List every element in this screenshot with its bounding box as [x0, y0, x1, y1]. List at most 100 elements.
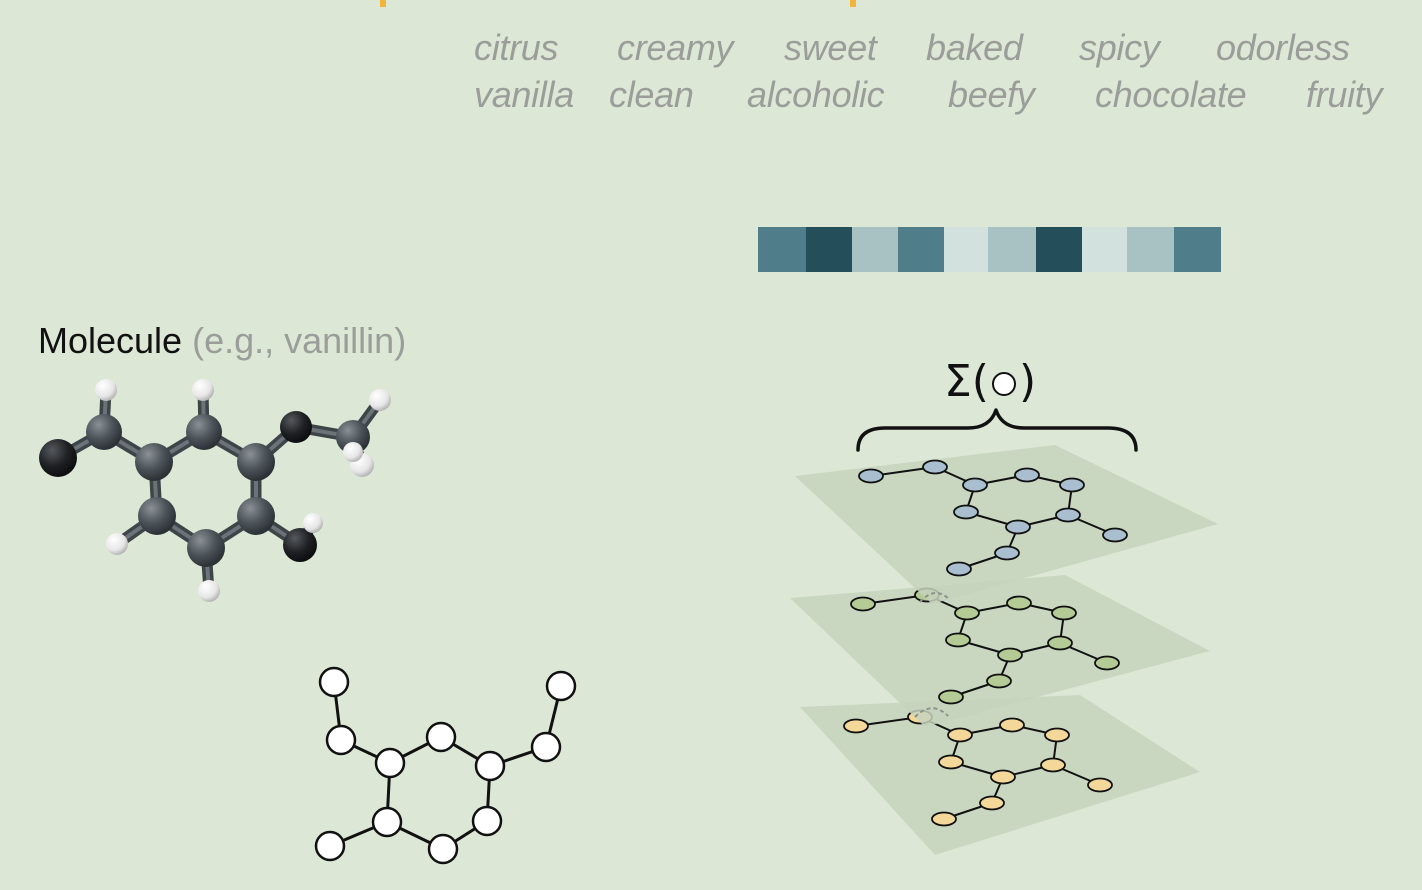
- odor-label: baked: [926, 27, 1023, 68]
- node-symbol-icon: [991, 372, 1016, 396]
- embedding-cell: [758, 227, 806, 272]
- layer-connector: [914, 707, 949, 718]
- graph-node: [425, 721, 457, 753]
- gnn-layer-node-blue: [1059, 477, 1085, 493]
- gnn-layer-node-green: [1006, 595, 1032, 611]
- gnn-layer-node-green: [954, 605, 980, 621]
- graph-node: [427, 833, 459, 865]
- carbon-atom: [135, 443, 173, 481]
- sum-pooling-label: Σ(): [944, 356, 1036, 407]
- gnn-layer-node-blue: [994, 545, 1020, 561]
- gnn-layer-node-green: [945, 632, 971, 648]
- gnn-layer-node-yellow: [1087, 777, 1113, 793]
- sum-symbol-text: Σ(: [944, 356, 989, 407]
- gnn-layer-node-yellow: [843, 718, 869, 734]
- gnn-layer-node-yellow: [931, 811, 957, 827]
- gnn-layer-node-yellow: [1040, 757, 1066, 773]
- accent-mark-right: [850, 0, 856, 7]
- gnn-layer-node-green: [1094, 655, 1120, 671]
- gnn-layer-node-green: [938, 689, 964, 705]
- molecule-title: Molecule (e.g., vanillin): [38, 320, 406, 362]
- gnn-layer-node-blue: [946, 561, 972, 577]
- odor-label-list: citrus creamy sweet baked spicy odorless…: [472, 24, 1417, 118]
- gnn-layer-node-yellow: [979, 795, 1005, 811]
- odor-label: creamy: [617, 27, 734, 68]
- odor-label: chocolate: [1095, 74, 1247, 115]
- odor-label: odorless: [1216, 27, 1350, 68]
- embedding-cell: [1036, 227, 1082, 272]
- embedding-vector: [758, 227, 1221, 272]
- hydrogen-atom: [369, 389, 391, 411]
- embedding-cell: [806, 227, 852, 272]
- embedding-cell: [988, 227, 1036, 272]
- embedding-cell: [852, 227, 898, 272]
- odor-label: spicy: [1079, 27, 1160, 68]
- embedding-cell: [1174, 227, 1221, 272]
- gnn-layer-node-green: [850, 596, 876, 612]
- hydrogen-atom: [192, 379, 214, 401]
- graph-node: [474, 750, 506, 782]
- odor-label: vanilla: [474, 74, 574, 115]
- graph-node: [530, 731, 562, 763]
- odor-label: fruity: [1306, 74, 1383, 115]
- gnn-layer-node-blue: [922, 459, 948, 475]
- gnn-layer: [800, 695, 1200, 855]
- gnn-layer-node-yellow: [947, 727, 973, 743]
- hydrogen-atom: [95, 379, 117, 401]
- gnn-layer-stack: [790, 445, 1218, 855]
- gnn-layer-node-blue: [962, 477, 988, 493]
- gnn-layer-node-blue: [1014, 467, 1040, 483]
- gnn-layer-node-blue: [858, 468, 884, 484]
- layer-connector: [919, 592, 951, 603]
- graph-node: [471, 805, 503, 837]
- molecule-title-text: Molecule: [38, 320, 183, 361]
- oxygen-atom: [39, 439, 77, 477]
- molecule-example-text: (e.g., vanillin): [192, 320, 407, 361]
- gnn-layer: [795, 445, 1218, 604]
- sum-close-paren: ): [1018, 356, 1037, 407]
- odor-label-row-1: citrus creamy sweet baked spicy odorless: [472, 24, 1417, 71]
- odor-label: beefy: [948, 74, 1035, 115]
- hydrogen-atom: [198, 580, 220, 602]
- hydrogen-atom: [106, 533, 128, 555]
- embedding-cell: [1127, 227, 1174, 272]
- embedding-cell: [1082, 227, 1127, 272]
- embedding-cell: [898, 227, 944, 272]
- gnn-layer-node-yellow: [990, 769, 1016, 785]
- odor-label: clean: [609, 74, 694, 115]
- gnn-layer-node-green: [1051, 605, 1077, 621]
- gnn-layer-node-blue: [1055, 507, 1081, 523]
- graph-node: [318, 666, 350, 698]
- carbon-atom: [237, 443, 275, 481]
- accent-mark-left: [380, 0, 386, 7]
- odor-label: citrus: [474, 27, 559, 68]
- carbon-atom: [86, 414, 122, 450]
- sum-brace: [856, 408, 1138, 452]
- graph-node: [545, 670, 577, 702]
- molecule-3d-model: [39, 379, 391, 602]
- gnn-layer-node-blue: [1102, 527, 1128, 543]
- hydrogen-atom: [343, 442, 363, 462]
- gnn-layer-node-yellow: [1044, 727, 1070, 743]
- odor-label: alcoholic: [747, 74, 885, 115]
- gnn-layer-node-green: [986, 673, 1012, 689]
- gnn-layer-node-blue: [1005, 519, 1031, 535]
- carbon-atom: [237, 497, 275, 535]
- molecular-graph: [314, 666, 577, 865]
- odor-label: sweet: [784, 27, 877, 68]
- oxygen-atom: [283, 528, 317, 562]
- carbon-atom: [186, 414, 222, 450]
- gnn-layer: [790, 575, 1210, 727]
- carbon-atom: [138, 497, 176, 535]
- odor-label-row-2: vanilla clean alcoholic beefy chocolate …: [472, 71, 1417, 118]
- gnn-layer-node-yellow: [999, 717, 1025, 733]
- embedding-cell: [944, 227, 988, 272]
- oxygen-atom: [280, 411, 312, 443]
- gnn-layer-node-blue: [953, 504, 979, 520]
- graph-node: [314, 830, 346, 862]
- graph-node: [325, 724, 357, 756]
- gnn-layer-node-green: [997, 647, 1023, 663]
- gnn-layer-node-green: [1047, 635, 1073, 651]
- gnn-layer-node-yellow: [938, 754, 964, 770]
